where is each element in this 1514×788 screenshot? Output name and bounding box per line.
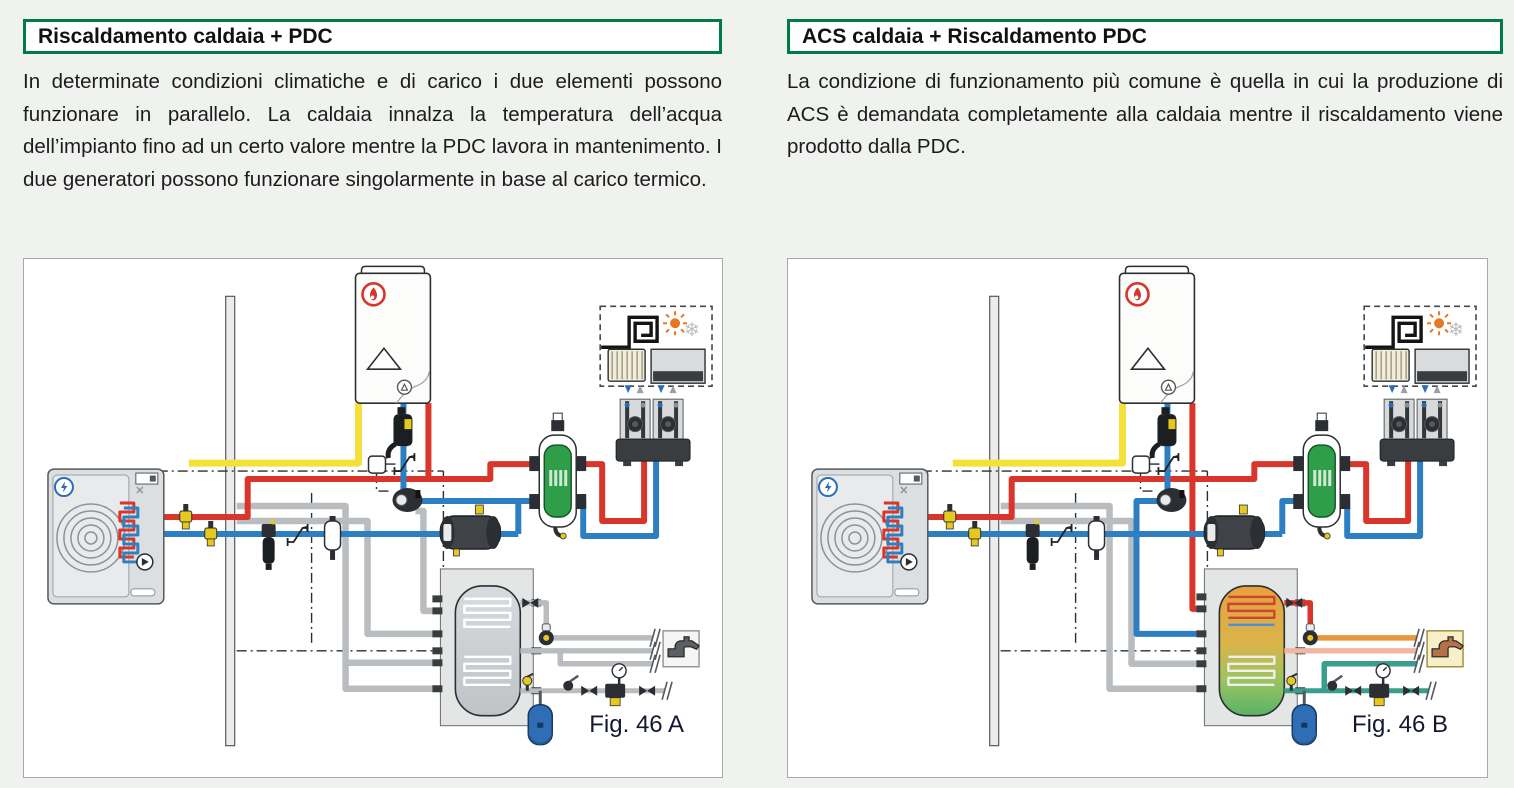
snowflake-icon: ❄	[1448, 319, 1464, 341]
ball-valve-icon	[943, 504, 957, 530]
system-gray-pipes	[1000, 502, 1208, 693]
section-paragraph-right: La condizione di funzionamento più comun…	[787, 70, 1503, 158]
lever-valve	[1327, 674, 1343, 691]
lightning-icon	[817, 477, 838, 498]
figure-caption: Fig. 46 B	[1351, 711, 1448, 738]
fan-icon	[56, 503, 126, 573]
faucet-icon	[667, 636, 700, 658]
ball-valve-icon	[968, 520, 982, 547]
fancoil-icon	[650, 348, 706, 384]
shutoff-valve-icon	[1403, 685, 1420, 696]
shutoff-valve-icon	[1345, 685, 1362, 696]
floor-heating-icon	[1365, 315, 1423, 349]
section-header-right: ACS caldaia + Riscaldamento PDC	[787, 19, 1503, 54]
gas-pipe	[952, 403, 1127, 467]
mixing-valve	[538, 623, 554, 646]
flame-icon	[361, 282, 386, 307]
faucet-box	[1426, 630, 1464, 668]
deaerator-filter	[385, 407, 413, 459]
hp-display	[135, 472, 159, 485]
check-valve-icon	[1157, 453, 1180, 476]
boiler-triangle	[1129, 346, 1167, 371]
wall-junction-box	[1131, 455, 1151, 474]
flame-icon	[1125, 282, 1150, 307]
section-title: Riscaldamento caldaia + PDC	[38, 24, 333, 48]
storage-tank	[1196, 568, 1306, 727]
pump-group-manifold	[615, 385, 691, 467]
pressure-reducer-filter	[1369, 663, 1391, 707]
gauge-icon	[611, 663, 627, 685]
boiler-pump-valve	[392, 488, 423, 513]
radiator-icon	[607, 348, 646, 382]
hydraulic-schematic-B: ❄	[788, 259, 1487, 777]
air-separator	[1087, 516, 1106, 560]
dhw-distribution	[520, 597, 673, 746]
safety-valve	[1286, 672, 1298, 691]
inline-buffer	[1203, 504, 1266, 557]
faucet-icon	[1431, 636, 1464, 658]
boiler-pump-valve	[1156, 488, 1187, 513]
hydraulic-schematic-A: ❄	[24, 259, 723, 777]
boiler-triangle	[365, 346, 403, 371]
section-title: ACS caldaia + Riscaldamento PDC	[802, 24, 1147, 48]
check-valve-icon	[286, 523, 309, 546]
air-separator	[323, 516, 342, 560]
shutoff-valve-icon	[639, 685, 656, 696]
check-valve-icon	[1050, 523, 1073, 546]
heating-flow-pipe	[163, 403, 648, 524]
shutoff-valve-icon	[581, 685, 598, 696]
heat-pump-unit	[47, 468, 165, 605]
gauge-icon	[1375, 663, 1391, 685]
figure-panel-right: ❄ Fig. 46 B	[787, 258, 1488, 778]
section-paragraph-left: In determinate condizioni climatiche e d…	[23, 70, 722, 191]
hp-display	[899, 472, 923, 485]
deaerator-filter	[1149, 407, 1177, 459]
wall	[225, 295, 236, 747]
safety-valve	[522, 672, 534, 691]
lever-valve	[563, 674, 579, 691]
pump-group-manifold	[1379, 385, 1455, 467]
zones-box: ❄	[599, 305, 713, 387]
fancoil-icon	[1414, 348, 1470, 384]
radiator-icon	[1371, 348, 1410, 382]
zones-box: ❄	[1363, 305, 1477, 387]
mixing-valve	[1302, 623, 1318, 646]
inline-buffer	[439, 504, 502, 557]
magnetic-filter	[1025, 519, 1040, 570]
lightning-icon	[53, 477, 74, 498]
pressure-reducer-filter	[605, 663, 627, 707]
figure-caption: Fig. 46 A	[589, 711, 684, 738]
wall	[989, 295, 1000, 747]
floor-heating-icon	[601, 315, 659, 349]
magnetic-filter	[261, 519, 276, 570]
dhw-distribution	[1284, 597, 1437, 746]
faucet-box	[662, 630, 700, 668]
figure-panel-left: ❄ Fig. 46 A	[23, 258, 723, 778]
expansion-vessel-icon	[1291, 690, 1317, 746]
storage-tank	[432, 568, 542, 727]
expansion-vessel-icon	[527, 690, 553, 746]
section-header-left: Riscaldamento caldaia + PDC	[23, 19, 722, 54]
system-gray-pipes	[236, 502, 444, 693]
gas-pipe	[188, 403, 363, 467]
ball-valve-icon	[204, 520, 218, 547]
boiler	[1118, 265, 1196, 404]
ball-valve-icon	[179, 504, 193, 530]
check-valve-icon	[393, 453, 416, 476]
heat-pump-unit	[811, 468, 929, 605]
snowflake-icon: ❄	[684, 319, 700, 341]
boiler	[354, 265, 432, 404]
hydraulic-separator	[1293, 412, 1351, 540]
wall-junction-box	[367, 455, 387, 474]
hydraulic-separator	[529, 412, 587, 540]
